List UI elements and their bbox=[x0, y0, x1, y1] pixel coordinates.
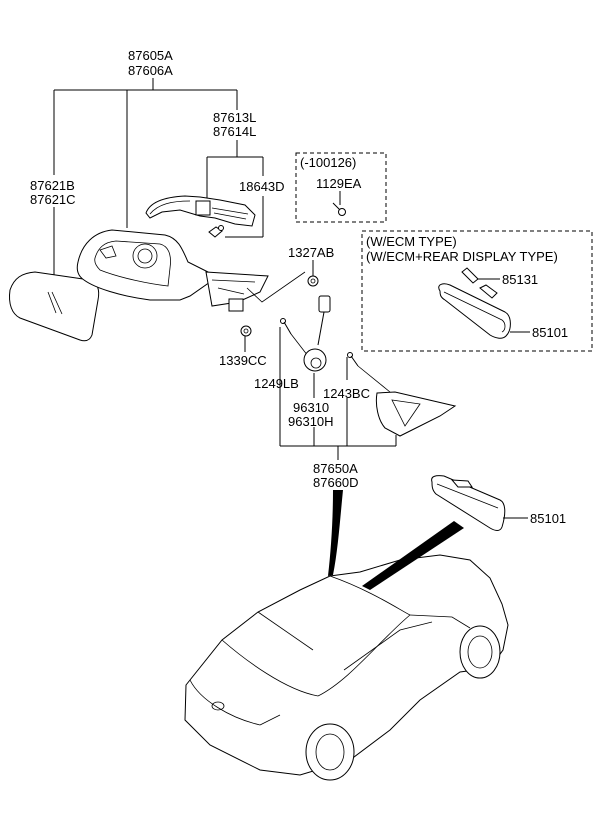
nut-1327AB-part[interactable] bbox=[307, 275, 319, 287]
side-repeater-lamp-part[interactable] bbox=[145, 195, 256, 227]
inside-mirror-part[interactable] bbox=[431, 475, 506, 531]
nut-1339CC-part[interactable] bbox=[240, 325, 252, 337]
label-1243BC[interactable]: 1243BC bbox=[323, 386, 370, 401]
label-1249LB[interactable]: 1249LB bbox=[254, 376, 299, 391]
label-87613L[interactable]: 87613L bbox=[213, 110, 256, 125]
mirror-actuator-part[interactable] bbox=[205, 271, 306, 312]
label-1327AB[interactable]: 1327AB bbox=[288, 245, 334, 260]
leader-lines-mirror-assy bbox=[53, 78, 238, 275]
label-87660D[interactable]: 87660D bbox=[313, 475, 359, 490]
inside-cover-part[interactable] bbox=[375, 391, 457, 437]
label-18643D[interactable]: 18643D bbox=[239, 179, 285, 194]
label-85101[interactable]: 85101 bbox=[530, 511, 566, 526]
label-1339CC[interactable]: 1339CC bbox=[219, 353, 267, 368]
label-96310H[interactable]: 96310H bbox=[288, 414, 334, 429]
label-1129EA[interactable]: 1129EA bbox=[316, 176, 362, 191]
ecm-bracket-85131-part[interactable] bbox=[461, 267, 479, 284]
label-87621C[interactable]: 87621C bbox=[30, 192, 76, 207]
label-96310[interactable]: 96310 bbox=[293, 400, 329, 415]
label-87650A[interactable]: 87650A bbox=[313, 461, 358, 476]
car-body-illustration bbox=[184, 554, 509, 781]
mirror-housing-part[interactable] bbox=[76, 229, 211, 301]
label-85131[interactable]: 85131 bbox=[502, 272, 538, 287]
leader-lines-inside-cover bbox=[279, 327, 397, 460]
label-ecm-rear-display-type: (W/ECM+REAR DISPLAY TYPE) bbox=[366, 249, 558, 264]
screw-1249LB-part[interactable] bbox=[280, 318, 309, 357]
sensor-96310-part[interactable] bbox=[303, 295, 331, 372]
screw-1129EA-part[interactable] bbox=[332, 202, 346, 216]
label-87605A[interactable]: 87605A bbox=[128, 48, 173, 63]
label-87606A[interactable]: 87606A bbox=[128, 63, 173, 78]
screw-1243BC-part[interactable] bbox=[347, 352, 391, 393]
label-ecm-type: (W/ECM TYPE) bbox=[366, 234, 457, 249]
label-87621B[interactable]: 87621B bbox=[30, 178, 75, 193]
label-87614L[interactable]: 87614L bbox=[213, 124, 256, 139]
mirror-glass-part[interactable] bbox=[9, 271, 100, 342]
ecm-mirror-85101-part[interactable] bbox=[438, 283, 511, 339]
note-box-100126 bbox=[295, 152, 387, 223]
bulb-part[interactable] bbox=[208, 225, 224, 238]
location-pointers bbox=[328, 490, 464, 590]
note-box-ecm bbox=[361, 230, 593, 352]
label-85101-ecm[interactable]: 85101 bbox=[532, 325, 568, 340]
label-100126: (-100126) bbox=[300, 155, 356, 170]
leader-lines-repeater bbox=[206, 140, 264, 238]
